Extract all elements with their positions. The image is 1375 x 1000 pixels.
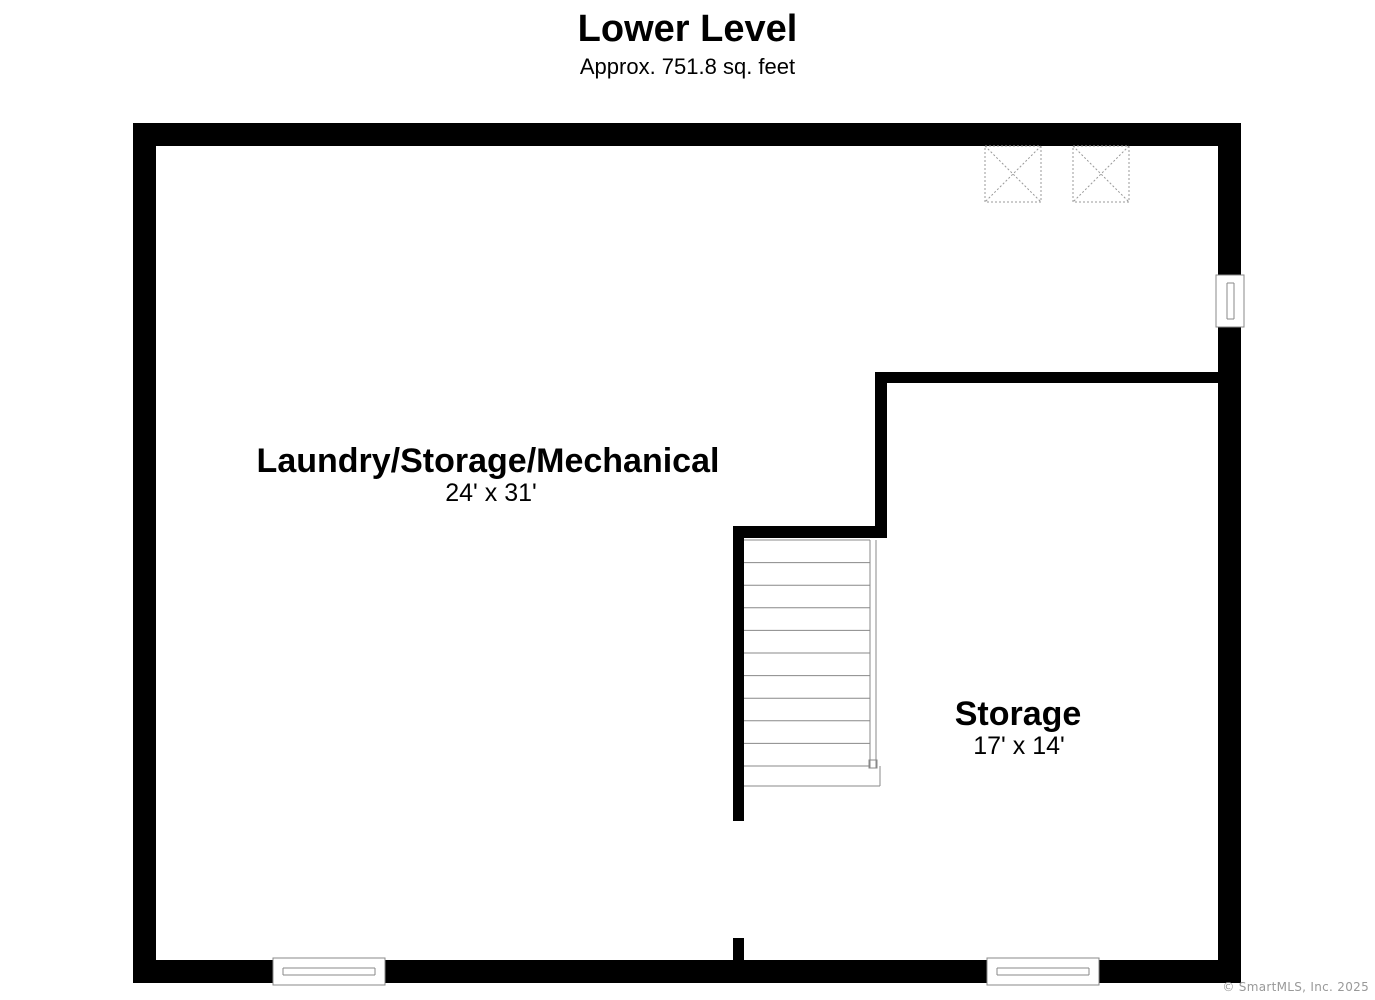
exterior-walls [133, 123, 1241, 983]
storage-wall-upper-left [875, 372, 887, 538]
fixture-left [984, 145, 1042, 203]
room-name-laundry: Laundry/Storage/Mechanical [257, 442, 720, 480]
window-bottom-left [272, 957, 386, 986]
wall-stub-bottom [733, 938, 744, 962]
window-bottom-right [986, 957, 1100, 986]
copyright-notice: © SmartMLS, Inc. 2025 [1222, 980, 1369, 994]
window-right-wall [1215, 274, 1245, 328]
wall-left [133, 123, 156, 983]
plan-title: Lower Level [577, 8, 798, 50]
room-dimensions-laundry: 24' x 31' [445, 479, 537, 507]
room-name-storage: Storage [955, 695, 1082, 733]
storage-wall-step [733, 526, 887, 538]
storage-wall-top [875, 372, 1220, 383]
interior-walls [733, 372, 1220, 962]
staircase [744, 539, 881, 787]
fixture-right [1072, 145, 1130, 203]
storage-wall-lower-left [733, 526, 744, 821]
plan-area-subtitle: Approx. 751.8 sq. feet [579, 54, 796, 79]
wall-right [1218, 123, 1241, 983]
room-dimensions-storage: 17' x 14' [973, 732, 1065, 760]
wall-bottom [133, 960, 1241, 983]
wall-top [133, 123, 1241, 146]
